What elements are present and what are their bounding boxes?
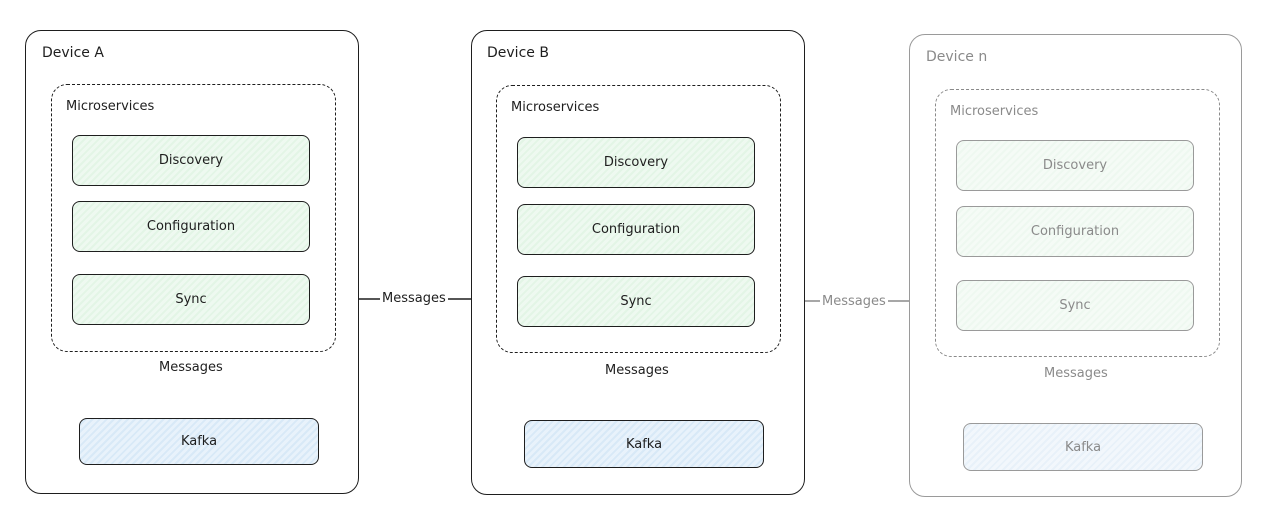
discovery-service: Discovery	[956, 140, 1194, 191]
link-label-a-to-b: Messages	[380, 291, 448, 306]
kafka-broker: Kafka	[524, 420, 764, 468]
kafka-broker: Kafka	[963, 423, 1203, 471]
kafka-broker: Kafka	[79, 418, 319, 465]
microservices-label: Microservices	[511, 100, 600, 115]
sync-service: Sync	[517, 276, 755, 327]
configuration-service: Configuration	[517, 204, 755, 255]
microservices-label: Microservices	[66, 99, 155, 114]
sync-service: Sync	[956, 280, 1194, 331]
discovery-service: Discovery	[72, 135, 310, 186]
link-label-b-to-n: Messages	[820, 294, 888, 309]
discovery-service: Discovery	[517, 137, 755, 188]
vertical-messages-label-n: Messages	[1042, 366, 1110, 381]
configuration-service: Configuration	[956, 206, 1194, 257]
vertical-messages-label-b: Messages	[603, 363, 671, 378]
device-n-container: Device n Microservices Discovery Configu…	[909, 34, 1242, 497]
device-title: Device B	[487, 45, 549, 61]
sync-service: Sync	[72, 274, 310, 325]
device-title: Device n	[926, 49, 988, 65]
device-b-container: Device B Microservices Discovery Configu…	[471, 30, 805, 495]
microservices-group: Microservices	[51, 84, 336, 352]
device-title: Device A	[42, 45, 104, 61]
device-a-container: Device A Microservices Discovery Configu…	[25, 30, 359, 494]
configuration-service: Configuration	[72, 201, 310, 252]
microservices-group: Microservices	[935, 89, 1220, 357]
microservices-label: Microservices	[950, 104, 1039, 119]
microservices-group: Microservices	[496, 85, 781, 353]
vertical-messages-label-a: Messages	[157, 360, 225, 375]
